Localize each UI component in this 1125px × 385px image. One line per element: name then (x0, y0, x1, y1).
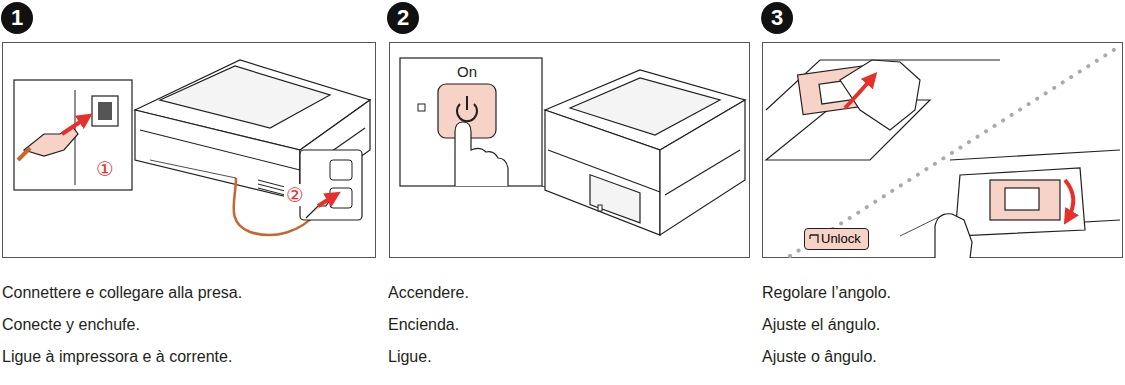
callout-text: Unlock (821, 231, 861, 246)
step-number: 2 (388, 3, 418, 33)
unlock-icon (809, 234, 819, 244)
caption-text: Conecte y enchufe. (2, 315, 140, 335)
caption-text: Ajuste o ângulo. (762, 347, 877, 367)
step-number: 1 (2, 3, 32, 33)
callout-number: ① (94, 158, 116, 180)
caption-text: Accendere. (388, 283, 469, 303)
caption-text: Encienda. (388, 315, 459, 335)
step-number: 3 (762, 3, 792, 33)
caption-text: Ligue à impressora e à corrente. (2, 347, 232, 367)
callout-box: Unlock (804, 228, 869, 250)
callout-number: ② (284, 184, 306, 206)
caption-text: Ajuste el ángulo. (762, 315, 880, 335)
caption-text: Connettere e collegare alla presa. (2, 283, 242, 303)
button-label: On (457, 63, 477, 81)
caption-text: Regolare l’angolo. (762, 283, 891, 303)
caption-text: Ligue. (388, 347, 432, 367)
